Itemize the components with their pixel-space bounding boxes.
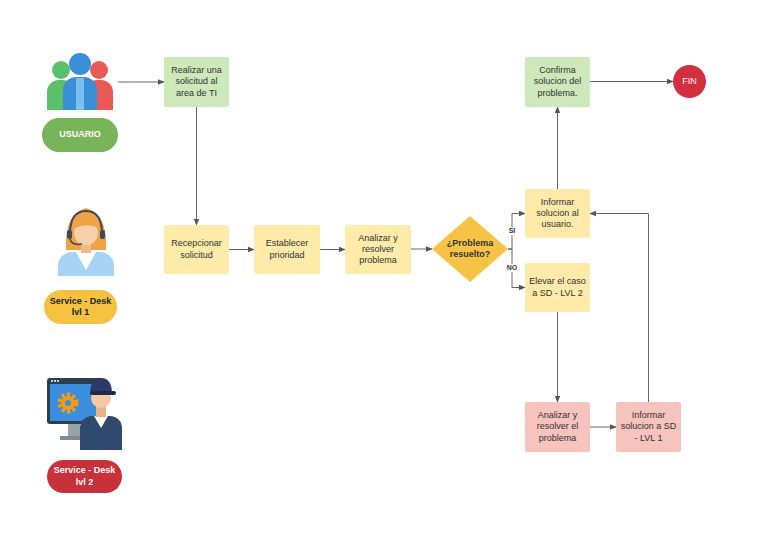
node-text: Analizar y resolver problema [349,233,407,267]
headset-ear [67,230,72,239]
headset-band [70,211,102,234]
technician-collar [94,416,108,428]
diamond-fill [432,216,508,282]
process-box: Analizar y resolver el problema [525,402,590,452]
node-text: Analizar y resolver el problema [529,410,586,444]
node-text: FIN [682,76,697,87]
agent-icon [58,208,114,276]
flow-connector [557,312,558,402]
role-pill: Service - Desk lvl 2 [47,460,122,493]
headset-mic [70,239,82,244]
agent-collar [76,252,96,270]
flow-connector [229,249,254,250]
process-box: Informar solucion a SD - LVL 1 [616,402,681,452]
technician-icon [47,378,122,450]
monitor-dot [57,380,59,382]
agent-hair [66,208,106,250]
flow-connector [508,214,525,250]
process-box: Establecer prioridad [254,225,320,274]
agent-bangs [73,216,99,229]
flow-connector [590,427,616,428]
user-head [90,61,108,79]
user-stripe [76,78,84,110]
user-body [63,77,97,110]
headset-ear [100,230,105,239]
node-text: Informar solucion a SD - LVL 1 [620,410,677,444]
edge-label: SI [508,227,517,235]
flow-connector [411,249,432,250]
monitor-dot [54,380,56,382]
flow-connector [590,81,673,82]
flow-connector [118,82,164,83]
cap-visor [90,391,116,395]
flow-connector [196,107,197,225]
user-head [52,61,70,79]
flow-connector [590,214,649,403]
flow-connector [320,249,345,250]
flow-connector [557,107,558,189]
process-box: Elevar el caso a SD - LVL 2 [525,263,590,312]
gear-teeth [60,395,76,411]
node-text: Recepcionar solicitud [168,238,225,261]
monitor-stand [68,424,80,436]
decision-diamond: ¿Problema resuelto? [432,216,508,282]
process-box: Realizar una solicitud al area de TI [164,57,229,107]
node-text: ¿Problema resuelto? [445,238,495,261]
node-text: Establecer prioridad [258,238,316,261]
node-text: Confirma solucion del problema. [529,65,586,99]
node-text: Informar solucion al usuario. [529,197,586,231]
end-circle: FIN [673,65,706,98]
gear-hole [65,400,71,406]
node-text: Service - Desk lvl 1 [46,296,115,319]
node-text: Realizar una solicitud al area de TI [168,65,225,99]
technician-body [80,416,122,450]
node-text: USUARIO [42,118,118,152]
node-text: Elevar el caso a SD - LVL 2 [529,276,586,299]
process-box: Analizar y resolver problema [345,225,411,274]
users-icon [47,53,113,110]
node-text: Service - Desk lvl 2 [49,465,120,488]
edge-label: NO [506,264,519,272]
user-head [69,53,91,75]
gear [61,396,75,410]
agent-body [58,252,114,276]
process-box: Informar solucion al usuario. [525,189,590,238]
monitor-dot [51,380,53,382]
role-pill: Service - Desk lvl 1 [44,290,117,324]
process-box: Recepcionar solicitud [164,225,229,274]
actor-node: USUARIO [42,50,118,152]
process-box: Confirma solucion del problema. [525,57,590,107]
